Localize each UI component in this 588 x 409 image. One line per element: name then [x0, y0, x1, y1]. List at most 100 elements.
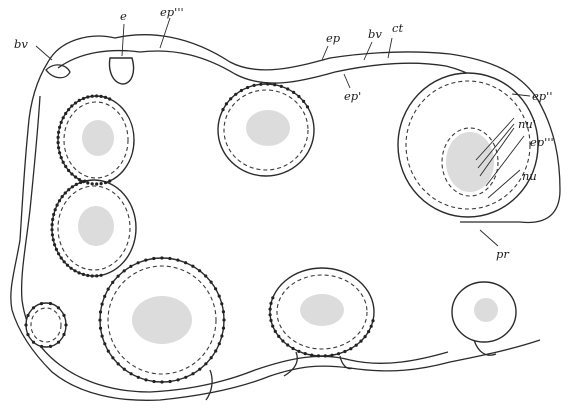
stipple-dot [198, 368, 201, 371]
stipple-dot [64, 191, 67, 194]
stipple-dot [40, 302, 43, 305]
stipple-dot [64, 112, 67, 115]
stipple-dot [281, 339, 284, 342]
blood-vessel-left [46, 65, 70, 78]
epithelial-bud [110, 58, 134, 84]
stipple-dot [60, 156, 63, 159]
stipple-dot [70, 172, 73, 175]
stipple-dot [103, 342, 106, 345]
stipple-dot [108, 97, 111, 100]
stipple-dot [274, 330, 277, 333]
stipple-dot [218, 342, 221, 345]
stipple-dot [91, 95, 94, 98]
stipple-dot [61, 195, 64, 198]
stipple-dot [123, 269, 126, 272]
stipple-dot [220, 302, 223, 305]
stipple-dot [214, 287, 217, 290]
stipple-dot [24, 323, 27, 326]
label-nu: nu [522, 169, 537, 183]
stipple-dot [177, 378, 180, 381]
stipple-dot [137, 376, 140, 379]
stipple-dot [104, 96, 107, 99]
stipple-dot [52, 238, 55, 241]
stipple-dot [100, 182, 103, 185]
stipple-dot [56, 204, 59, 207]
stipple-dot [191, 372, 194, 375]
stipple-dot [66, 264, 69, 267]
stipple-dot [86, 181, 89, 184]
stipple-dot [184, 261, 187, 264]
stipple-dot [229, 97, 232, 100]
stipple-dot [111, 356, 114, 359]
stipple-dot [367, 330, 370, 333]
stipple-dot [99, 327, 102, 330]
stipple-dot [58, 126, 61, 129]
stipple-dot [280, 85, 283, 88]
stipple-dot [62, 333, 65, 336]
stipple-dot [359, 340, 362, 343]
stipple-dot [225, 102, 228, 105]
stipple-dot [304, 352, 307, 355]
stipple-dot [78, 99, 81, 102]
stipple-dot [271, 296, 274, 299]
stipple-dot [176, 259, 179, 262]
stipple-dot [100, 95, 103, 98]
stipple-dot [371, 319, 374, 322]
stipple-dot [32, 341, 35, 344]
stipple-dot [204, 274, 207, 277]
label-bv-right: bv [368, 27, 382, 41]
stipple-dot [317, 354, 320, 357]
stipple-dot [310, 354, 313, 357]
stipple-dot [57, 131, 60, 134]
stipple-dot [51, 223, 54, 226]
stipple-dot [222, 327, 225, 330]
stipple-dot [117, 275, 120, 278]
stipple-dot [57, 306, 60, 309]
stipple-dot [306, 105, 309, 108]
stipple-dot [101, 335, 104, 338]
stipple-dot [26, 333, 29, 336]
stipple-dot [63, 260, 66, 263]
stipple-dot [49, 345, 52, 348]
label-ep-double: ep'' [532, 89, 553, 103]
stipple-dot [277, 335, 280, 338]
stipple-dot [82, 97, 85, 100]
stipple-dot [64, 165, 67, 168]
stipple-dot [83, 180, 86, 183]
stipple-dot [104, 181, 107, 184]
stipple-dot [26, 314, 29, 317]
stipple-dot [297, 350, 300, 353]
label-ct: ct [392, 21, 403, 35]
stipple-dot [57, 252, 60, 255]
stipple-dot [91, 182, 94, 185]
stipple-dot [57, 341, 60, 344]
stipple-dot [86, 95, 89, 98]
stipple-dot [364, 335, 367, 338]
stipple-dot [291, 347, 294, 350]
stipple-dot [221, 108, 224, 111]
stipple-dot [71, 185, 74, 188]
stipple-dot [74, 101, 77, 104]
label-pr: pr [496, 247, 510, 261]
stipple-dot [330, 354, 333, 357]
stipple-dot [266, 82, 269, 85]
stipple-dot [152, 380, 155, 383]
cyst-bottom-center [270, 268, 374, 356]
stipple-dot [214, 349, 217, 352]
stipple-dot [191, 265, 194, 268]
stipple-dot [137, 261, 140, 264]
stipple-dot [62, 161, 65, 164]
cyst-bottom-left-small [26, 303, 66, 347]
stipple-dot [107, 288, 110, 291]
stipple-dot [58, 151, 61, 154]
stipple-dot [240, 89, 243, 92]
stipple-dot [101, 303, 104, 306]
stipple-dot [67, 188, 70, 191]
cyst-bottom-right [452, 282, 516, 342]
stipple-dot [259, 83, 262, 86]
stipple-dot [169, 380, 172, 383]
stipple-dot [50, 228, 53, 231]
stipple-dot [60, 121, 63, 124]
stipple-dot [51, 218, 54, 221]
